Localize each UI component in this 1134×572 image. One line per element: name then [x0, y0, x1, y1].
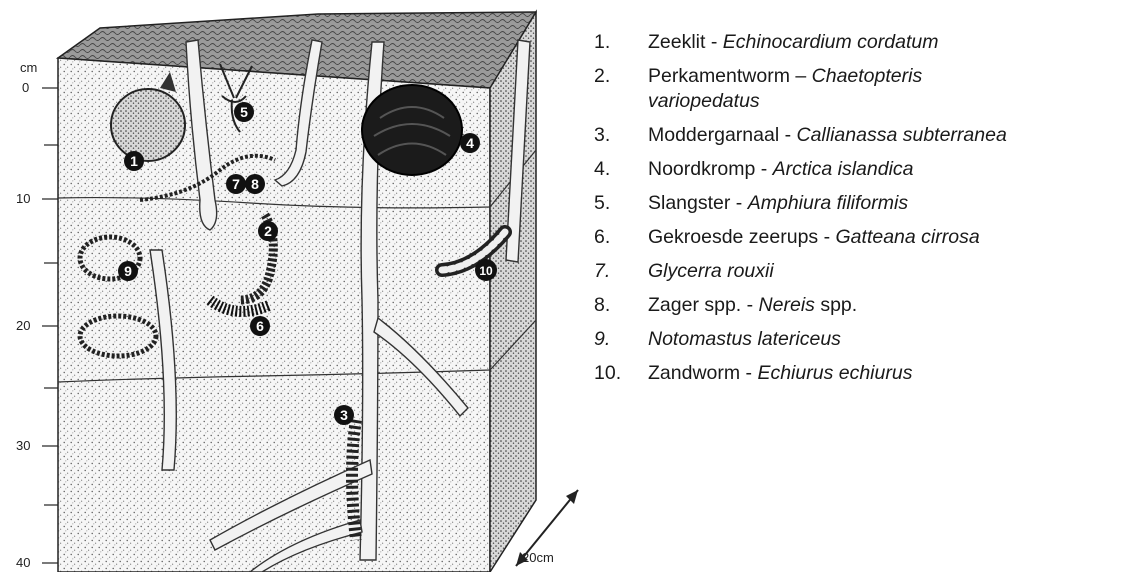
marker-10: 10: [475, 259, 497, 281]
legend-text: Glycerra rouxii: [648, 260, 774, 282]
legend-number: 4.: [594, 157, 644, 182]
legend-text: Notomastus latericeus: [648, 328, 841, 350]
depth-tick-10: 10: [16, 191, 30, 206]
legend-item: 5.Slangster - Amphiura filiformis: [594, 191, 1134, 216]
legend-number: 2.: [594, 64, 644, 89]
legend-number: 8.: [594, 293, 644, 318]
legend-text: Noordkromp - Arctica islandica: [648, 158, 914, 180]
marker-5: 5: [234, 102, 254, 122]
legend-text: Zeeklit - Echinocardium cordatum: [648, 31, 938, 53]
clam-figure: [362, 85, 462, 175]
depth-scale: cm 0 10 20 30 40: [16, 60, 58, 570]
marker-1: 1: [124, 151, 144, 171]
marker-2: 2: [258, 221, 278, 241]
depth-tick-30: 30: [16, 438, 30, 453]
legend-item: 4.Noordkromp - Arctica islandica: [594, 157, 1134, 182]
legend-text: Slangster - Amphiura filiformis: [648, 192, 908, 214]
marker-9: 9: [118, 261, 138, 281]
sediment-side-face: [490, 12, 536, 572]
legend-text: Gekroesde zeerups - Gatteana cirrosa: [648, 226, 980, 248]
marker-8: 8: [245, 174, 265, 194]
legend-number: 6.: [594, 225, 644, 250]
legend-text: Zager spp. - Nereis spp.: [648, 294, 857, 316]
mud-shrimp-figure: [352, 420, 356, 540]
depth-tick-0: 0: [22, 80, 29, 95]
marker-6: 6: [250, 316, 270, 336]
legend-number: 5.: [594, 191, 644, 216]
svg-text:8: 8: [251, 176, 259, 192]
svg-text:4: 4: [466, 135, 474, 151]
legend-text: Perkamentworm – Chaetopteris variopedatu…: [648, 64, 1038, 114]
legend-item: 8.Zager spp. - Nereis spp.: [594, 293, 1134, 318]
legend-item: 7.Glycerra rouxii: [594, 259, 1134, 284]
legend-item: 6.Gekroesde zeerups - Gatteana cirrosa: [594, 225, 1134, 250]
species-legend: 1.Zeeklit - Echinocardium cordatum 2.Per…: [594, 30, 1134, 395]
legend-item: 1.Zeeklit - Echinocardium cordatum: [594, 30, 1134, 55]
svg-text:3: 3: [340, 407, 348, 423]
svg-text:1: 1: [130, 153, 138, 169]
seabed-cross-section-illustration: 1 2 3 4 5 6 7 8 9 10 cm 0 10 20 30 40 20…: [0, 0, 590, 572]
legend-item: 2.Perkamentworm – Chaetopteris variopeda…: [594, 64, 1134, 114]
legend-number: 1.: [594, 30, 644, 55]
width-scale-label: 20cm: [522, 550, 554, 565]
marker-7: 7: [226, 174, 246, 194]
svg-text:5: 5: [240, 104, 248, 120]
marker-4: 4: [460, 133, 480, 153]
legend-item: 10.Zandworm - Echiurus echiurus: [594, 361, 1134, 386]
legend-item: 3.Moddergarnaal - Callianassa subterrane…: [594, 123, 1134, 148]
legend-text: Moddergarnaal - Callianassa subterranea: [648, 124, 1007, 146]
legend-text: Zandworm - Echiurus echiurus: [648, 362, 912, 384]
legend-item: 9.Notomastus latericeus: [594, 327, 1134, 352]
svg-text:7: 7: [232, 176, 240, 192]
depth-tick-20: 20: [16, 318, 30, 333]
svg-text:2: 2: [264, 223, 272, 239]
legend-number: 7.: [594, 259, 644, 284]
svg-text:10: 10: [479, 264, 493, 278]
svg-text:9: 9: [124, 263, 132, 279]
marker-3: 3: [334, 405, 354, 425]
depth-unit-label: cm: [20, 60, 37, 75]
svg-text:6: 6: [256, 318, 264, 334]
legend-number: 9.: [594, 327, 644, 352]
depth-tick-40: 40: [16, 555, 30, 570]
legend-number: 10.: [594, 361, 644, 386]
legend-number: 3.: [594, 123, 644, 148]
